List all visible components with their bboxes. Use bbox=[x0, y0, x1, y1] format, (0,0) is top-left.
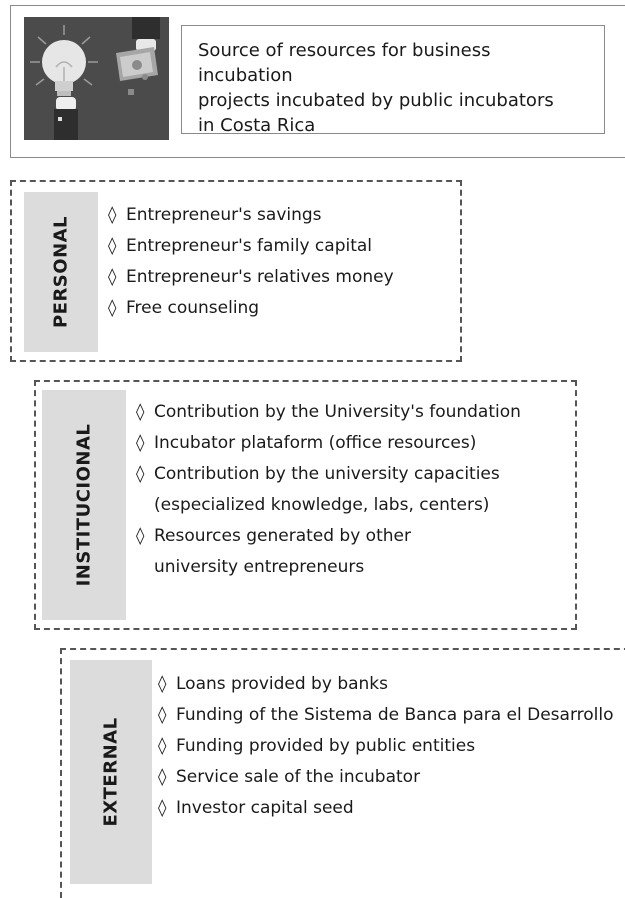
list-item: ◊Resources generated by other bbox=[136, 521, 521, 552]
list-item: ◊Service sale of the incubator bbox=[158, 762, 614, 793]
diamond-bullet-icon: ◊ bbox=[136, 526, 145, 546]
list-item: ◊Entrepreneur's family capital bbox=[108, 231, 394, 262]
diamond-bullet-icon: ◊ bbox=[158, 767, 167, 787]
header-frame bbox=[10, 5, 625, 158]
group-label-bar: EXTERNAL bbox=[70, 660, 152, 884]
group-label-bar: INSTITUCIONAL bbox=[42, 390, 126, 620]
diamond-bullet-icon: ◊ bbox=[108, 298, 117, 318]
list-item: university entrepreneurs bbox=[136, 552, 521, 583]
group-label-institucional: INSTITUCIONAL bbox=[73, 423, 95, 587]
item-list: ◊Contribution by the University's founda… bbox=[136, 397, 521, 583]
list-item: ◊Incubator plataform (office resources) bbox=[136, 428, 521, 459]
diamond-bullet-icon: ◊ bbox=[108, 267, 117, 287]
list-item: ◊Funding provided by public entities bbox=[158, 731, 614, 762]
group-label-external: EXTERNAL bbox=[100, 717, 122, 827]
group-institucional bbox=[34, 380, 577, 630]
diamond-bullet-icon: ◊ bbox=[158, 674, 167, 694]
list-item-continuation: (especialized knowledge, labs, centers) bbox=[154, 495, 490, 515]
diamond-bullet-icon: ◊ bbox=[136, 402, 145, 422]
diamond-bullet-icon: ◊ bbox=[108, 236, 117, 256]
list-item: ◊Loans provided by banks bbox=[158, 669, 614, 700]
lightbulb-money-handshake-icon bbox=[24, 17, 169, 140]
group-personal bbox=[10, 180, 462, 362]
header-title-box: Source of resources for business incubat… bbox=[181, 25, 605, 136]
diamond-bullet-icon: ◊ bbox=[158, 798, 167, 818]
diamond-bullet-icon: ◊ bbox=[136, 464, 145, 484]
diamond-bullet-icon: ◊ bbox=[108, 205, 117, 225]
header-title-line: Source of resources for business incubat… bbox=[198, 40, 491, 86]
list-item: ◊Funding of the Sistema de Banca para el… bbox=[158, 700, 614, 731]
list-item: (especialized knowledge, labs, centers) bbox=[136, 490, 521, 521]
header-title-line: projects incubated by public incubators bbox=[198, 90, 554, 111]
diamond-bullet-icon: ◊ bbox=[158, 736, 167, 756]
diamond-bullet-icon: ◊ bbox=[136, 433, 145, 453]
group-label-bar: PERSONAL bbox=[24, 192, 98, 352]
list-item: ◊Entrepreneur's relatives money bbox=[108, 262, 394, 293]
item-list: ◊Loans provided by banks ◊Funding of the… bbox=[158, 669, 614, 824]
list-item: ◊Contribution by the University's founda… bbox=[136, 397, 521, 428]
group-label-personal: PERSONAL bbox=[50, 215, 72, 329]
list-item: ◊Investor capital seed bbox=[158, 793, 614, 824]
group-external bbox=[60, 648, 625, 898]
header-illustration bbox=[24, 17, 169, 140]
header-title-line: in Costa Rica bbox=[198, 115, 316, 136]
list-item: ◊Entrepreneur's savings bbox=[108, 200, 394, 231]
list-item: ◊Contribution by the university capaciti… bbox=[136, 459, 521, 490]
item-list: ◊Entrepreneur's savings ◊Entrepreneur's … bbox=[108, 200, 394, 324]
list-item: ◊Free counseling bbox=[108, 293, 394, 324]
diamond-bullet-icon: ◊ bbox=[158, 705, 167, 725]
list-item-continuation: university entrepreneurs bbox=[154, 557, 365, 577]
